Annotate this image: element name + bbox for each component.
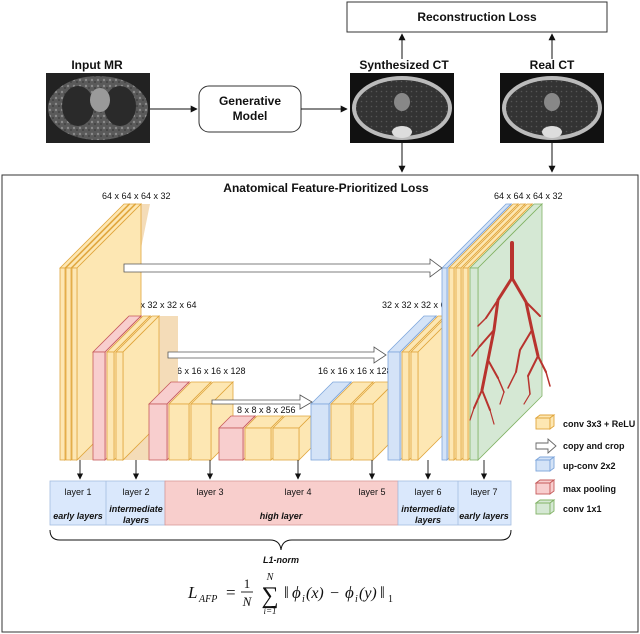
real-ct-image: [500, 73, 604, 143]
legend-label-2: copy and crop: [563, 441, 625, 451]
high-layer-band: [164, 480, 399, 526]
dim-label-1: 64 x 64 x 64 x 32: [102, 191, 171, 201]
layer-label-5: layer 5: [358, 487, 385, 497]
early-layers-right-band: [397, 480, 512, 526]
formula-norm-close: ‖: [380, 583, 385, 602]
layer-down-arrows: [76, 460, 488, 480]
layer-label-7: layer 7: [470, 487, 497, 497]
afp-loss-formula: L AFP = 1 N ∑ N i=1 ‖ ϕ i (x) − ϕ i (y) …: [187, 572, 393, 616]
synthesized-ct-label: Synthesized CT: [359, 58, 449, 72]
group-intermediate-left-1: intermediate: [109, 504, 163, 514]
afp-title: Anatomical Feature-Prioritized Loss: [223, 181, 429, 195]
formula-lhs: L: [187, 583, 197, 602]
input-mr-label: Input MR: [71, 58, 123, 72]
level7-out: [469, 203, 543, 461]
formula-lhs-sub: AFP: [198, 594, 217, 605]
bronchial-tree-icon: [469, 241, 551, 425]
formula-sum-top: N: [266, 572, 275, 583]
level4-conv-b: [272, 415, 312, 461]
dim-label-7: 64 x 64 x 64 x 32: [494, 191, 563, 201]
legend-label-5: conv 1x1: [563, 504, 602, 514]
legend-item-5: conv 1x1: [534, 499, 602, 515]
legend-item-3: up-conv 2x2: [534, 456, 616, 472]
generative-model-line2: Model: [233, 109, 268, 123]
legend-label-3: up-conv 2x2: [563, 461, 616, 471]
copy-crop-arrow-1: [123, 258, 443, 278]
legend-swatch-5: [534, 499, 556, 515]
copy-crop-arrow-2: [167, 346, 387, 364]
formula-phi-1: ϕ: [292, 583, 301, 602]
legend-item-4: max pooling: [534, 479, 616, 495]
reconstruction-loss-label: Reconstruction Loss: [417, 10, 537, 24]
group-high: high layer: [260, 511, 303, 521]
legend-swatch-1: [534, 414, 556, 430]
legend-swatch-4: [534, 479, 556, 495]
legend-swatch-3: [534, 456, 556, 472]
legend: conv 3x3 + ReLU copy and crop up-conv 2x2 m…: [534, 414, 635, 515]
group-early-right: early layers: [459, 511, 509, 521]
synthesized-ct-image: [350, 73, 454, 143]
reconstruction-loss-box: [346, 1, 608, 33]
formula-sub-i-1: i: [302, 594, 305, 605]
group-intermediate-left-2: layers: [123, 515, 149, 525]
legend-label-4: max pooling: [563, 484, 616, 494]
early-layers-left-band: [49, 480, 166, 526]
formula-num: 1: [244, 576, 251, 591]
dim-label-3: 16 x 16 x 16 x 128: [172, 366, 246, 376]
legend-item-1: conv 3x3 + ReLU: [534, 414, 635, 430]
legend-item-2: copy and crop: [535, 438, 625, 454]
legend-swatch-2: [535, 438, 557, 454]
formula-phi-2: ϕ: [345, 583, 354, 602]
group-intermediate-right-1: intermediate: [401, 504, 455, 514]
formula-den: N: [242, 594, 253, 609]
formula-sub-i-2: i: [355, 594, 358, 605]
formula-sum-bottom: i=1: [263, 606, 276, 616]
layer-labels: layer 1 layer 2 layer 3 layer 4 layer 5 layer…: [64, 487, 497, 497]
formula-norm-sub: 1: [388, 594, 393, 605]
layer-label-4: layer 4: [284, 487, 311, 497]
norm-brace: [49, 529, 512, 551]
real-ct-label: Real CT: [530, 58, 575, 72]
formula-norm-open: ‖: [284, 583, 289, 602]
layer-label-2: layer 2: [122, 487, 149, 497]
dim-label-2: 32 x 32 x 32 x 64: [128, 300, 197, 310]
afp-frame: [1, 174, 639, 633]
formula-arg-1: (x): [306, 585, 324, 602]
group-intermediate-right-2: layers: [415, 515, 441, 525]
formula-sum-sign: ∑: [261, 583, 278, 609]
input-mr-image: [46, 73, 150, 143]
dim-label-4: 8 x 8 x 8 x 256: [237, 405, 296, 415]
formula-minus: −: [330, 585, 339, 602]
formula-eq: =: [226, 583, 236, 602]
group-early-left: early layers: [53, 511, 103, 521]
layer-label-3: layer 3: [196, 487, 223, 497]
layer-label-6: layer 6: [414, 487, 441, 497]
unet-blocks: [59, 203, 543, 461]
dim-label-5: 16 x 16 x 16 x 128: [318, 366, 392, 376]
layer-label-1: layer 1: [64, 487, 91, 497]
formula-arg-2: (y): [359, 585, 377, 602]
copy-crop-arrow-3: [211, 394, 313, 410]
generative-model-line1: Generative: [219, 94, 281, 108]
legend-label-1: conv 3x3 + ReLU: [563, 419, 635, 429]
l1-norm-label: L1-norm: [263, 555, 299, 565]
dim-label-6: 32 x 32 x 32 x 64: [382, 300, 451, 310]
